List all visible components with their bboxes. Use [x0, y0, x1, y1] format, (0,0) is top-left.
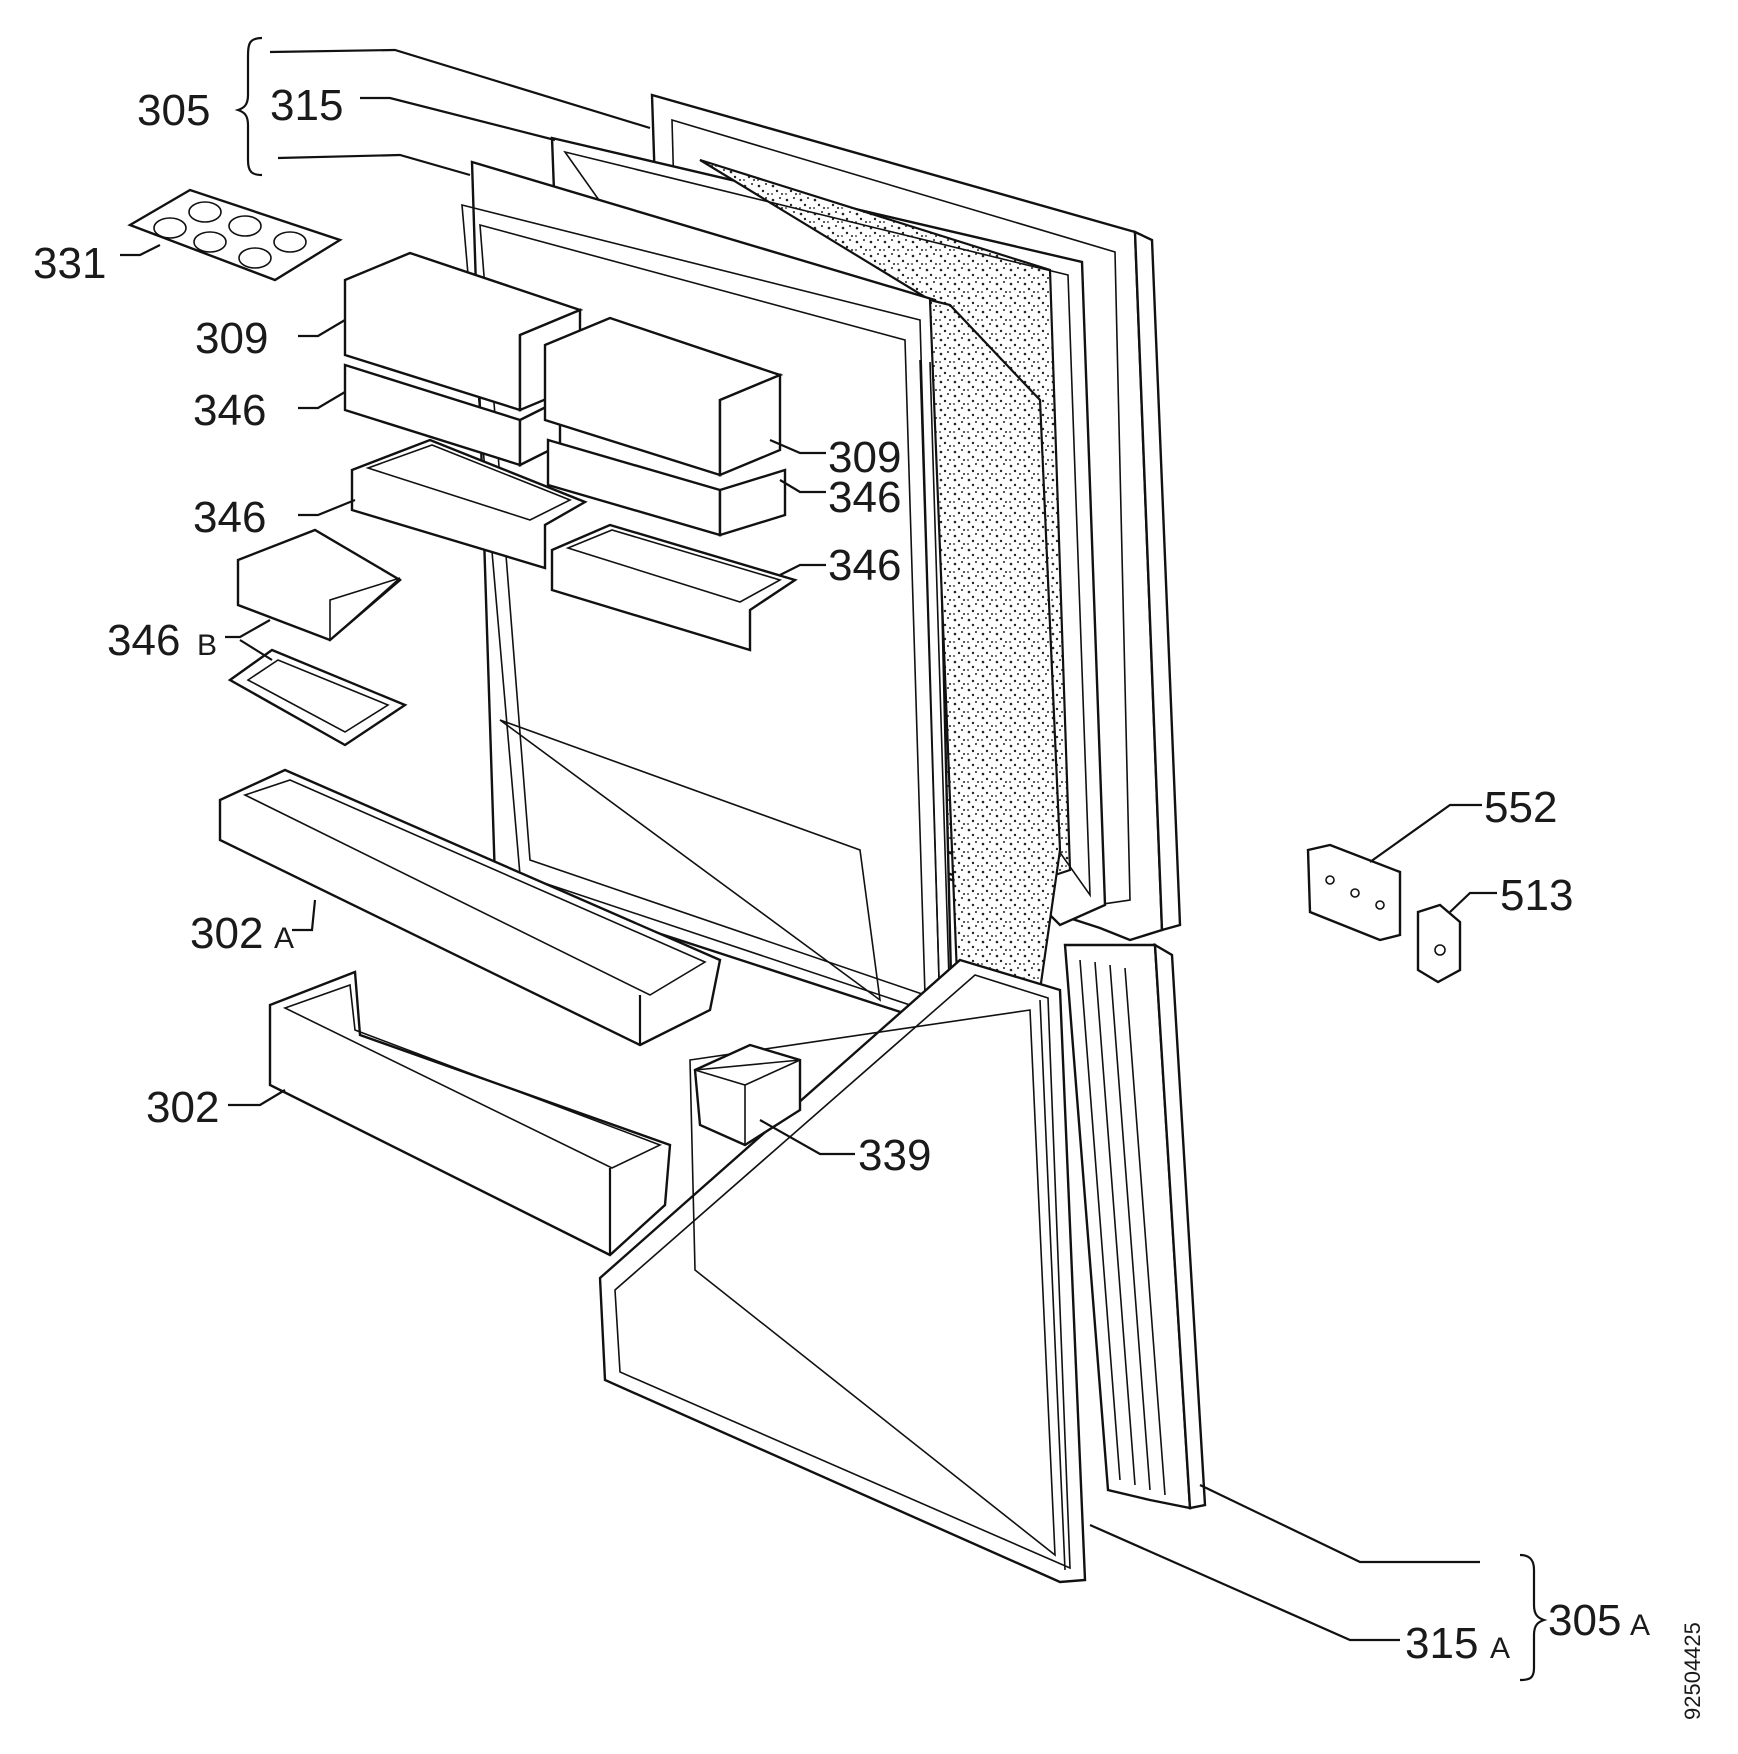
label-315a: 315 [1405, 1619, 1478, 1668]
label-315a-suffix: A [1490, 1632, 1510, 1665]
label-302a-suffix: A [274, 922, 294, 955]
label-305a-suffix: A [1630, 1609, 1650, 1642]
label-302a: 302 [190, 909, 263, 958]
label-346-middle-left: 346 [193, 493, 266, 542]
door-bottle-shelf-upper [218, 768, 722, 1047]
label-309-right: 309 [828, 433, 901, 482]
label-552: 552 [1484, 783, 1557, 832]
label-346-middle-right: 346 [828, 541, 901, 590]
label-339: 339 [858, 1131, 931, 1180]
covered-box-right [543, 316, 784, 477]
shelf-tray-upper-right [546, 438, 787, 537]
label-305a: 305 [1548, 1596, 1621, 1645]
leader-lines [120, 48, 1497, 1642]
label-513: 513 [1500, 871, 1573, 920]
lower-door-gasket [598, 958, 1087, 1584]
butter-dish-lid [236, 528, 403, 642]
label-346-upper-left: 346 [193, 386, 266, 435]
hinge-plate [1306, 843, 1402, 942]
label-309-left: 309 [195, 314, 268, 363]
brace-305a [1519, 1553, 1548, 1682]
door-bottle-shelf-lower [268, 970, 672, 1257]
shelf-tray-middle-right [550, 523, 798, 652]
butter-dish-base [227, 648, 408, 747]
label-305: 305 [137, 86, 210, 135]
label-346-upper-right: 346 [828, 473, 901, 522]
label-346b-suffix: B [197, 629, 217, 662]
label-315: 315 [270, 81, 343, 130]
door-hinge-cover [693, 1043, 802, 1147]
label-302: 302 [146, 1083, 219, 1132]
hinge-bracket [1416, 903, 1462, 984]
document-id: 92504425 [1680, 1622, 1705, 1720]
label-346b: 346 [107, 616, 180, 665]
label-331: 331 [33, 239, 106, 288]
shelf-tray-middle-left [350, 438, 588, 570]
egg-tray [127, 188, 343, 282]
lower-outer-door-panel [1063, 942, 1207, 1510]
brace-305 [234, 36, 263, 177]
